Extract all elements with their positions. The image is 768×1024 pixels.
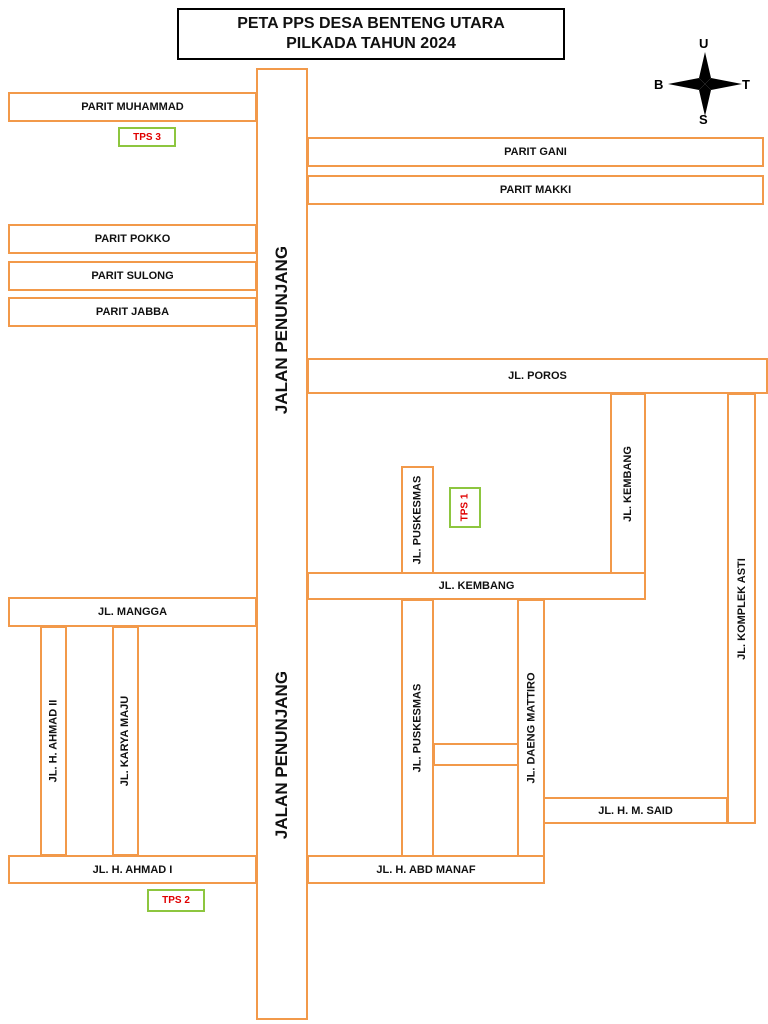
road-parit-gani: PARIT GANI	[307, 137, 764, 167]
road-jl-kembang-vertical: JL. KEMBANG	[610, 393, 646, 574]
tps3-label: TPS 3	[133, 131, 161, 143]
road-jl-h-abd-manaf-label: JL. H. ABD MANAF	[376, 863, 476, 876]
road-parit-sulong-label: PARIT SULONG	[91, 270, 174, 282]
road-parit-sulong: PARIT SULONG	[8, 261, 257, 291]
road-jl-puskesmas-bottom-label: JL. PUSKESMAS	[411, 683, 424, 773]
road-jl-h-abd-manaf: JL. H. ABD MANAF	[307, 855, 545, 884]
road-jl-puskesmas-top: JL. PUSKESMAS	[401, 466, 434, 574]
road-jl-kembang-horizontal-label: JL. KEMBANG	[438, 580, 515, 592]
compass-north-label: U	[699, 36, 709, 51]
road-jl-h-ahmad-i-label: JL. H. AHMAD I	[92, 863, 173, 876]
road-parit-muhammad: PARIT MUHAMMAD	[8, 92, 257, 122]
tps2-label: TPS 2	[162, 895, 190, 906]
road-parit-muhammad-label: PARIT MUHAMMAD	[81, 101, 184, 113]
road-jl-mangga-label: JL. MANGGA	[97, 606, 168, 618]
road-parit-pokko: PARIT POKKO	[8, 224, 257, 254]
road-jalan-penunjang-label-bottom-wrap: JALAN PENUNJANG	[256, 615, 308, 895]
road-jl-poros-label: JL. POROS	[508, 370, 567, 382]
tps1-marker: TPS 1	[449, 487, 481, 528]
road-jl-daeng-mattiro-label: JL. DAENG MATTIRO	[525, 672, 538, 784]
tps3-marker: TPS 3	[118, 127, 176, 147]
compass-star-icon	[668, 52, 742, 116]
map-title: PETA PPS DESA BENTENG UTARA PILKADA TAHU…	[177, 8, 565, 60]
road-jl-poros: JL. POROS	[307, 358, 768, 394]
road-jl-kembang-vertical-label: JL. KEMBANG	[622, 445, 634, 522]
map-title-line1: PETA PPS DESA BENTENG UTARA	[237, 15, 505, 32]
road-parit-makki-label: PARIT MAKKI	[499, 184, 572, 196]
compass-west-label: B	[654, 77, 664, 92]
road-jalan-penunjang	[256, 68, 308, 1020]
road-jl-h-ahmad-ii: JL. H. AHMAD II	[40, 626, 67, 856]
road-jl-puskesmas-top-label: JL. PUSKESMAS	[411, 475, 424, 565]
road-parit-pokko-label: PARIT POKKO	[94, 233, 171, 245]
compass-south-label: S	[699, 112, 708, 127]
map-title-line2: PILKADA TAHUN 2024	[286, 35, 456, 52]
road-parit-gani-label: PARIT GANI	[504, 146, 567, 158]
road-jl-karya-maju-label: JL. KARYA MAJU	[119, 695, 132, 787]
road-jl-h-ahmad-i: JL. H. AHMAD I	[8, 855, 257, 884]
road-jl-komplek-asti-label: JL. KOMPLEK ASTI	[735, 557, 748, 660]
road-parit-jabba-label: PARIT JABBA	[95, 306, 170, 318]
road-connector	[433, 743, 519, 766]
road-jl-komplek-asti: JL. KOMPLEK ASTI	[727, 393, 756, 824]
road-jl-h-m-said-label: JL. H. M. SAID	[598, 804, 673, 817]
road-jalan-penunjang-label-top: JALAN PENUNJANG	[272, 245, 292, 415]
road-jl-h-ahmad-ii-label: JL. H. AHMAD II	[47, 699, 60, 783]
road-jl-puskesmas-bottom: JL. PUSKESMAS	[401, 599, 434, 857]
compass-rose-icon: U S B T	[650, 36, 760, 128]
road-jl-daeng-mattiro: JL. DAENG MATTIRO	[517, 599, 545, 857]
road-jl-kembang-horizontal: JL. KEMBANG	[307, 572, 646, 600]
road-jalan-penunjang-label-top-wrap: JALAN PENUNJANG	[256, 190, 308, 470]
compass-east-label: T	[742, 77, 750, 92]
road-jl-karya-maju: JL. KARYA MAJU	[112, 626, 139, 856]
road-parit-jabba: PARIT JABBA	[8, 297, 257, 327]
road-jl-h-m-said: JL. H. M. SAID	[543, 797, 728, 824]
road-jalan-penunjang-label-bottom: JALAN PENUNJANG	[272, 670, 292, 840]
road-parit-makki: PARIT MAKKI	[307, 175, 764, 205]
tps2-marker: TPS 2	[147, 889, 205, 912]
tps1-label: TPS 1	[459, 493, 471, 522]
road-jl-mangga: JL. MANGGA	[8, 597, 257, 627]
